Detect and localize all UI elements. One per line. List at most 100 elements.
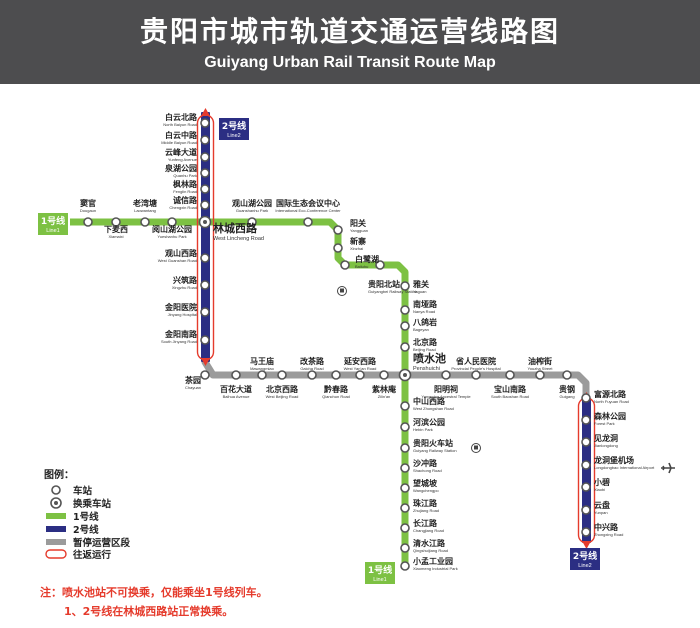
station-marker bbox=[303, 217, 313, 227]
station-name-en: South Jinyang Road bbox=[161, 339, 197, 344]
legend-line1-symbol bbox=[46, 513, 66, 519]
station-marker bbox=[200, 307, 210, 317]
station-name-en: Changjiang Road bbox=[413, 528, 444, 533]
line2-north-path bbox=[201, 112, 210, 362]
station-name: 中兴路 bbox=[594, 522, 619, 532]
station-marker bbox=[400, 305, 410, 315]
line1-path bbox=[70, 218, 409, 566]
station-name: 白鹭湖 bbox=[355, 254, 379, 264]
station-name: 下麦西 bbox=[104, 224, 128, 234]
interchange-station-dot bbox=[403, 373, 407, 377]
station-marker bbox=[200, 200, 210, 210]
legend-shuttle-symbol bbox=[45, 549, 67, 559]
station-marker bbox=[200, 152, 210, 162]
station-name-en: Wangchengpo bbox=[413, 488, 439, 493]
station-name-en: North Baiyun Road bbox=[163, 122, 197, 127]
station-marker bbox=[231, 370, 241, 380]
station-marker bbox=[200, 168, 210, 178]
station-marker bbox=[400, 463, 410, 473]
station-name: 金阳南路 bbox=[164, 329, 198, 339]
legend-station-symbol bbox=[51, 485, 61, 495]
legend-label: 往返运行 bbox=[73, 549, 112, 561]
legend-label: 2号线 bbox=[73, 524, 99, 536]
svg-text:1号线: 1号线 bbox=[368, 564, 392, 576]
station-name: 观山西路 bbox=[165, 248, 198, 258]
station-name: 见龙洞 bbox=[594, 433, 618, 443]
station-marker bbox=[400, 281, 410, 291]
station-name: 宝山南路 bbox=[494, 384, 527, 394]
station-name-en: Guanshanhu Park bbox=[236, 208, 268, 213]
station-marker bbox=[581, 505, 591, 515]
station-name-en: Jinyang Hospital bbox=[168, 312, 197, 317]
station-name-en: Provincial People's Hospital bbox=[451, 366, 500, 371]
station-name: 阳明祠 bbox=[434, 384, 458, 394]
station-name-en: Guiyangbei Railway Station bbox=[368, 289, 417, 294]
legend-label: 1号线 bbox=[73, 511, 99, 523]
station-name: 白云北路 bbox=[165, 112, 198, 122]
svg-text:2号线: 2号线 bbox=[573, 550, 597, 562]
station-marker bbox=[400, 342, 410, 352]
station-name: 油榨街 bbox=[528, 356, 552, 366]
line1-badge-west: 1号线 Line1 bbox=[38, 213, 68, 235]
station-name-en: Nanya Road bbox=[413, 309, 435, 314]
station-name: 南垭路 bbox=[413, 299, 438, 309]
station-name-en: Yaguan bbox=[413, 289, 427, 294]
station-name: 北京路 bbox=[413, 337, 438, 347]
station-name: 兴筑路 bbox=[173, 275, 198, 285]
map-title: 贵阳市城市轨道交通运营线路图 bbox=[139, 15, 560, 48]
station-name-en: Chengxin Road bbox=[169, 205, 197, 210]
station-name-en: Chayuan bbox=[185, 385, 201, 390]
legend: 图例： 车站 换乘车站 1号线 2号线 暂停运营区段 往返运行 bbox=[44, 468, 131, 561]
station-name-en: Xiamaixi bbox=[108, 234, 123, 239]
line2-badge-north: 2号线 Line2 bbox=[219, 118, 249, 140]
station-name: 百花大道 bbox=[220, 384, 252, 394]
station-name-en: Xiaomeng Industrial Park bbox=[413, 566, 458, 571]
station-name-en: West Zhongshan Road bbox=[413, 406, 454, 411]
station-name-en: Hebin Park bbox=[413, 427, 433, 432]
station-name: 阳关 bbox=[350, 218, 366, 228]
svg-text:1号线: 1号线 bbox=[41, 215, 65, 227]
interchange-station-dot bbox=[203, 220, 207, 224]
station-marker bbox=[333, 243, 343, 253]
station-marker bbox=[400, 321, 410, 331]
station-name: 中山西路 bbox=[413, 396, 446, 406]
station-marker bbox=[331, 370, 341, 380]
station-name-en: West Yan'an Road bbox=[344, 366, 377, 371]
railway-station-icon bbox=[337, 286, 347, 296]
station-marker bbox=[471, 370, 481, 380]
station-marker bbox=[257, 370, 267, 380]
line2-badge-south: 2号线 Line2 bbox=[570, 548, 600, 570]
station-marker bbox=[581, 437, 591, 447]
station-name-en: Qianchun Road bbox=[322, 394, 350, 399]
station-name-en: Dougaun bbox=[80, 208, 96, 213]
station-name: 望城坡 bbox=[413, 478, 438, 488]
station-name: 贵钢 bbox=[559, 384, 575, 394]
station-marker bbox=[200, 184, 210, 194]
station-marker bbox=[581, 482, 591, 492]
station-name-en: Middle Baiyun Road bbox=[161, 140, 197, 145]
station-name: 茶园 bbox=[184, 375, 201, 385]
station-marker bbox=[400, 523, 410, 533]
station-name-en: Fenglin Road bbox=[173, 189, 197, 194]
station-marker bbox=[140, 217, 150, 227]
station-marker bbox=[400, 443, 410, 453]
station-name: 清水江路 bbox=[413, 538, 446, 548]
station-marker bbox=[400, 401, 410, 411]
station-name: 森林公园 bbox=[594, 411, 626, 421]
station-name: 诚信路 bbox=[173, 195, 198, 205]
station-name: 马王庙 bbox=[250, 356, 274, 366]
station-name: 白云中路 bbox=[165, 130, 198, 140]
station-name-en: Bageyan bbox=[413, 327, 429, 332]
station-name-en: Quanhu Park bbox=[173, 173, 197, 178]
station-name: 龙洞堡机场 bbox=[593, 455, 634, 465]
station-marker bbox=[200, 118, 210, 128]
station-marker bbox=[200, 135, 210, 145]
station-name-en: Zhongxing Road bbox=[594, 532, 623, 537]
station-name-en: Shachong Road bbox=[413, 468, 442, 473]
station-name: 河滨公园 bbox=[413, 417, 445, 427]
station-name-en: Zilin'an bbox=[378, 394, 391, 399]
line1-badge-south: 1号线 Line1 bbox=[365, 562, 395, 584]
legend-title: 图例： bbox=[44, 468, 74, 481]
station-name: 林城西路 bbox=[213, 221, 258, 235]
station-name: 改茶路 bbox=[300, 356, 325, 366]
